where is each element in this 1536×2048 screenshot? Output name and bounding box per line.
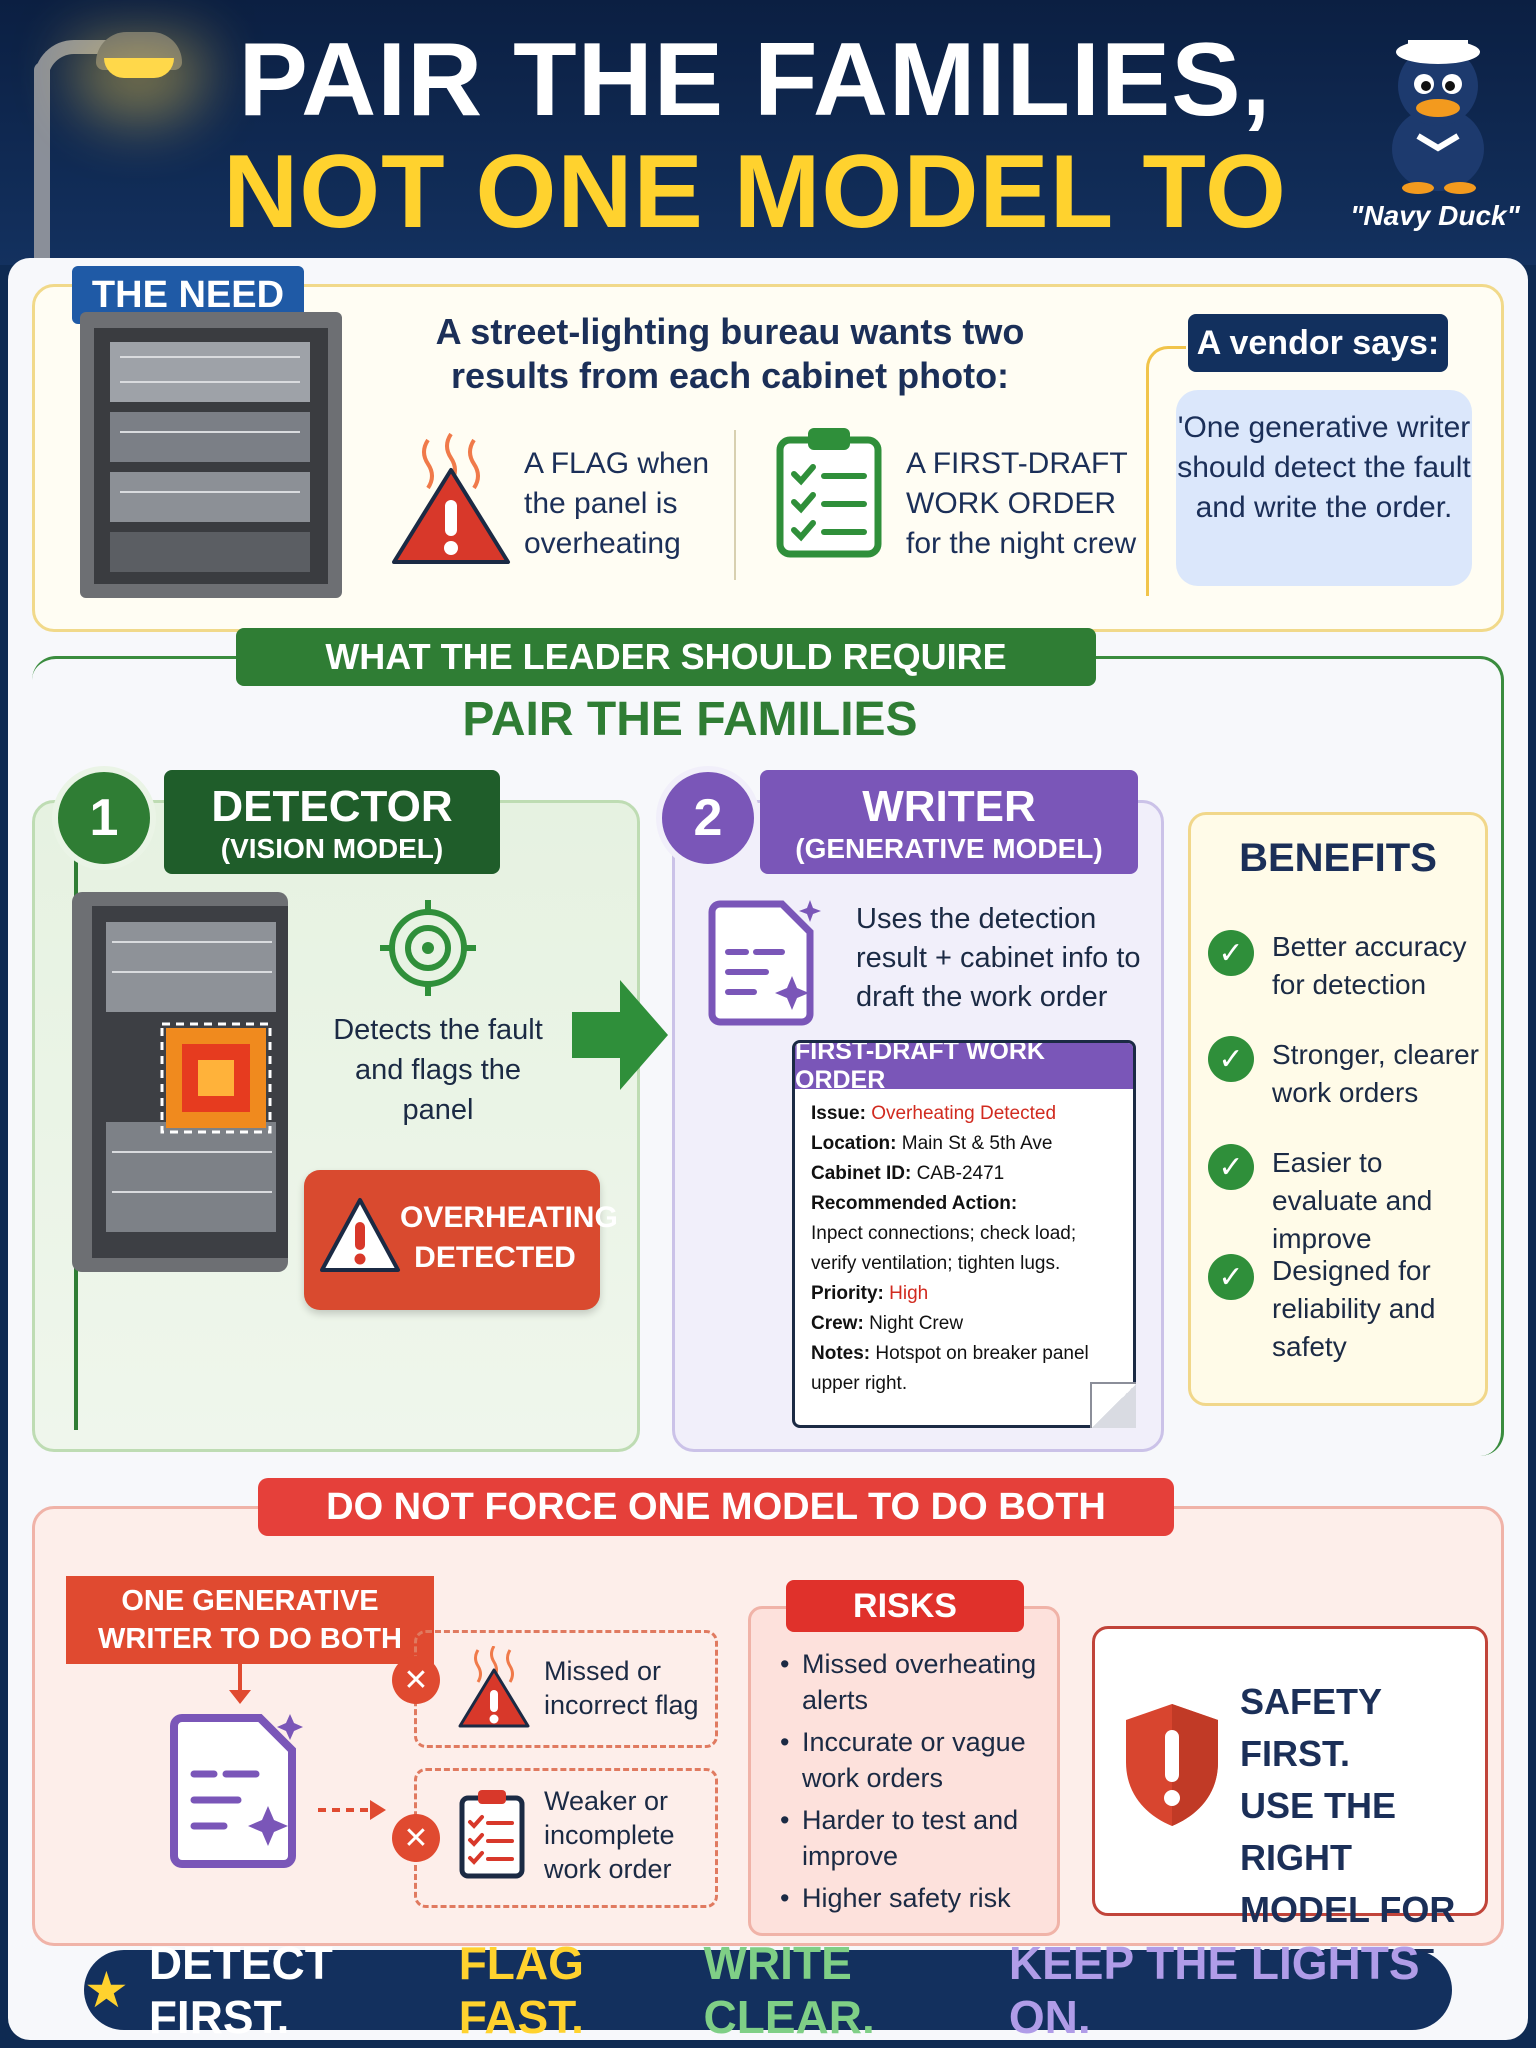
cabinet-hotspot-photo (72, 892, 288, 1272)
generative-document-icon (170, 1714, 303, 1868)
x-icon: ✕ (392, 1656, 440, 1704)
benefits-card (1188, 812, 1488, 1406)
location-label: Location: (811, 1133, 897, 1154)
notes-label: Notes: (811, 1343, 871, 1364)
need-intro: A street-lighting bureau wants two resul… (435, 311, 1025, 396)
risk-item: Higher safety risk (780, 1880, 1060, 1916)
clipboard-checklist-icon (459, 1790, 525, 1879)
risk-item: Inccurate or vague work orders (780, 1724, 1060, 1796)
work-order-issue: Issue: Overheating Detected (811, 1099, 1119, 1129)
outcome-flag-text: Missed or incorrect flag (544, 1656, 699, 1720)
work-order-header: FIRST-DRAFT WORK ORDER (795, 1043, 1133, 1094)
action-value: Inpect connections; check load; verify v… (811, 1223, 1077, 1274)
work-order-card: FIRST-DRAFT WORK ORDER Issue: Overheatin… (792, 1040, 1136, 1428)
priority-label: Priority: (811, 1283, 884, 1304)
priority-value: High (889, 1283, 929, 1304)
title-line-1: PAIR THE FAMILIES, (238, 22, 1272, 138)
issue-value: Overheating Detected (871, 1103, 1057, 1124)
one-writer-badge: ONE GENERATIVE WRITER TO DO BOTH (66, 1576, 434, 1664)
safety-line: MODEL FOR (1240, 1889, 1456, 1930)
warning-icon (320, 1198, 400, 1272)
x-icon: ✕ (392, 1814, 440, 1862)
clipboard-checklist-icon (776, 428, 882, 558)
work-order-notes: Notes: Hotspot on breaker panel upper ri… (811, 1339, 1119, 1399)
detector-step-number: 1 (52, 766, 156, 870)
arrow-down-line (238, 1664, 242, 1694)
location-value: Main St & 5th Ave (901, 1133, 1053, 1154)
benefit-item: Better accuracy for detection (1272, 931, 1467, 1000)
benefits-title: BENEFITS (1239, 836, 1437, 880)
work-order-location: Location: Main St & 5th Ave (811, 1129, 1119, 1159)
cabinet-value: CAB-2471 (916, 1163, 1005, 1184)
detector-subtitle: (VISION MODEL) (220, 833, 444, 864)
arrow-down-icon (229, 1690, 251, 1704)
target-detect-icon (380, 900, 476, 996)
benefit-item: Stronger, clearer work orders (1272, 1039, 1479, 1108)
result-flag-text: A FLAG when the panel is overheating (524, 447, 710, 560)
work-order-priority: Priority: High (811, 1279, 1119, 1309)
vendor-badge: A vendor says: (1188, 314, 1448, 372)
vendor-bracket (1146, 346, 1186, 596)
risk-item: Harder to test and improve (780, 1802, 1060, 1874)
work-order-cabinet: Cabinet ID: CAB-2471 (811, 1159, 1119, 1189)
check-icon: ✓ (1208, 1036, 1254, 1082)
footer-slogan: ★ DETECT FIRST. FLAG FAST. WRITE CLEAR. … (84, 1937, 1452, 2043)
check-icon: ✓ (1208, 1254, 1254, 1300)
slogan-part-3: WRITE CLEAR. (703, 1937, 875, 2043)
shield-alert-icon (1126, 1704, 1218, 1826)
work-order-body: Issue: Overheating Detected Location: Ma… (795, 1089, 1133, 1399)
pair-heading: PAIR THE FAMILIES (462, 693, 918, 746)
slogan-part-1: DETECT FIRST. (148, 1937, 333, 2043)
overheating-alert-text: OVERHEATING DETECTED (400, 1201, 618, 1274)
risks-badge: RISKS (786, 1580, 1024, 1632)
risks-list: Missed overheating alerts Inccurate or v… (780, 1646, 1060, 1922)
benefit-item: Easier to evaluate and improve (1272, 1147, 1433, 1254)
header (0, 0, 1536, 265)
slogan-part-4: KEEP THE LIGHTS ON. (1008, 1937, 1420, 2043)
writer-step-number: 2 (656, 766, 760, 870)
check-icon: ✓ (1208, 930, 1254, 976)
notes-value: Hotspot on breaker panel upper right. (811, 1343, 1089, 1394)
generative-document-icon (708, 900, 821, 1026)
require-banner: WHAT THE LEADER SHOULD REQUIRE (236, 628, 1096, 686)
benefit-item: Designed for reliability and safety (1272, 1255, 1436, 1362)
street-lamp-pole (34, 62, 50, 272)
slogan-part-2: FLAG FAST. (458, 1937, 584, 2043)
safety-line: SAFETY FIRST. (1240, 1681, 1382, 1774)
action-label: Recommended Action: (811, 1193, 1018, 1214)
writer-description: Uses the detection result + cabinet info… (856, 903, 1141, 1013)
writer-label: WRITER (GENERATIVE MODEL) (760, 770, 1138, 874)
result-order-text: A FIRST-DRAFT WORK ORDER for the night c… (906, 447, 1137, 560)
check-icon: ✓ (1208, 1144, 1254, 1190)
street-lamp-bulb (104, 58, 174, 78)
need-divider (734, 430, 736, 580)
star-icon: ★ (84, 1962, 129, 2018)
outcome-order-text: Weaker or incomplete work order (544, 1786, 675, 1884)
crew-label: Crew: (811, 1313, 864, 1334)
work-order-crew: Crew: Night Crew (811, 1309, 1119, 1339)
overheat-warning-icon (392, 432, 510, 564)
mascot-caption: "Navy Duck" (1350, 200, 1520, 231)
detector-label: DETECTOR (VISION MODEL) (164, 770, 500, 874)
issue-label: Issue: (811, 1103, 866, 1124)
safety-line: USE THE RIGHT (1240, 1785, 1397, 1878)
cabinet-photo (80, 312, 342, 598)
detector-description: Detects the fault and flags the panel (333, 1014, 543, 1126)
writer-title: WRITER (862, 782, 1036, 831)
cabinet-label: Cabinet ID: (811, 1163, 912, 1184)
vendor-quote: 'One generative writer should detect the… (1176, 390, 1472, 586)
page-fold-corner (1090, 1382, 1136, 1428)
crew-value: Night Crew (869, 1313, 964, 1334)
donot-banner: DO NOT FORCE ONE MODEL TO DO BOTH (258, 1478, 1174, 1536)
detector-title: DETECTOR (211, 782, 453, 831)
arrow-right-icon (572, 980, 668, 1090)
writer-subtitle: (GENERATIVE MODEL) (795, 833, 1103, 864)
navy-duck-mascot-icon (1392, 40, 1484, 194)
dashed-arrow-icon (318, 1800, 386, 1820)
risk-item: Missed overheating alerts (780, 1646, 1060, 1718)
overheat-warning-icon (458, 1646, 530, 1728)
